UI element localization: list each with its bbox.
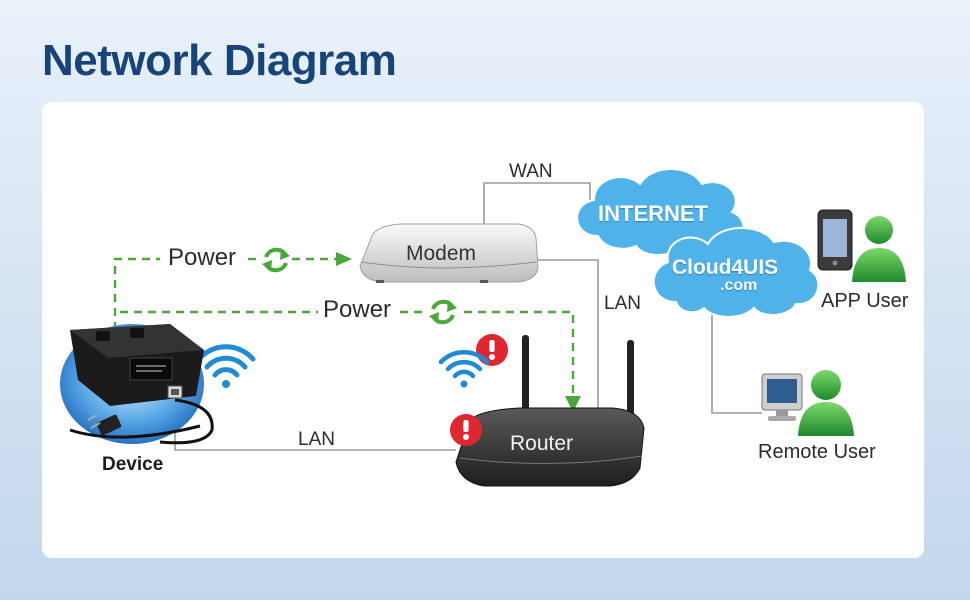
device: [60, 324, 214, 445]
device-label: Device: [102, 454, 164, 475]
power-label-router: Power: [320, 298, 395, 322]
alert-icon: [450, 414, 482, 446]
app-user-label: APP User: [821, 290, 909, 312]
monitor-icon: [761, 373, 803, 421]
refresh-icon: [429, 299, 457, 325]
power-label-modem: Power: [165, 246, 240, 270]
lan-label-modem-router: LAN: [604, 293, 641, 314]
wifi-icon: [196, 344, 256, 388]
user-icon: [798, 370, 854, 436]
internet-cloud: [576, 168, 745, 256]
user-icon: [852, 216, 906, 282]
wan-link: [483, 182, 591, 226]
cloud4uis-cloud: [652, 227, 820, 318]
power-arrow-modem: [336, 252, 352, 266]
cloud-brand-label: Cloud4UIS: [672, 256, 779, 279]
internet-label: INTERNET: [598, 201, 708, 226]
router-label: Router: [510, 432, 574, 455]
router: [455, 335, 645, 487]
cloud-remote-link: [711, 296, 762, 414]
power-arrow-router: [565, 396, 581, 412]
alert-icon: [476, 334, 508, 366]
modem: [359, 223, 539, 283]
cloud-domain-label: .com: [720, 277, 758, 294]
lan-label-device-router: LAN: [298, 429, 335, 450]
modem-label: Modem: [406, 242, 477, 265]
wifi-icon: [438, 350, 490, 388]
phone-icon: [817, 209, 853, 271]
page-title: Network Diagram: [42, 36, 397, 85]
power-lines: [113, 257, 575, 398]
lan-link-modem-router: [532, 259, 599, 414]
wan-label: WAN: [509, 161, 553, 182]
remote-user-label: Remote User: [758, 441, 876, 463]
refresh-icon: [262, 247, 290, 273]
